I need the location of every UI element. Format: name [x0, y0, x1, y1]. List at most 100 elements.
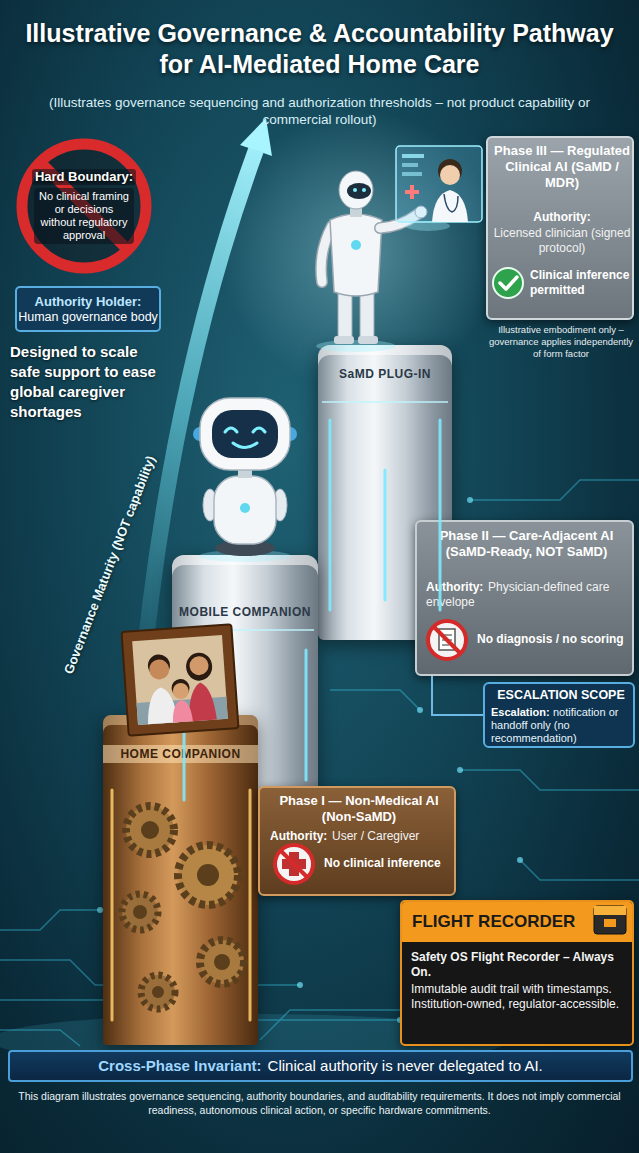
no-diagnosis-icon: [434, 627, 460, 653]
no-entry-ring: [22, 144, 146, 268]
hologram-panel: [432, 190, 468, 222]
circuit-trace: [260, 1010, 420, 1040]
no-diagnosis-icon: [428, 621, 466, 659]
hologram-panel: [396, 146, 482, 231]
photo-frame: [171, 699, 192, 722]
halo-glow: [220, 110, 500, 390]
gear: [133, 905, 147, 919]
photo-frame: [149, 659, 170, 680]
axis-label: Governance Maturity (NOT capability): [51, 431, 168, 699]
invariant-band: Cross-Phase Invariant:Clinical authority…: [8, 1050, 633, 1082]
pedestal-label: HOME COMPANION: [103, 745, 258, 763]
clinical-robot: [334, 336, 354, 344]
check-icon: [493, 268, 523, 298]
scope-box: ESCALATION SCOPEEscalation:notification …: [483, 682, 635, 748]
clinical-robot: [347, 183, 371, 199]
gear: [141, 821, 159, 839]
no-diagnosis-icon: [428, 621, 466, 659]
light-strip: [384, 470, 387, 600]
light-strip: [439, 420, 442, 610]
bronze-strip: [112, 790, 250, 1020]
hologram-panel: [406, 221, 450, 231]
circuit-node: [297, 982, 303, 988]
circuit-node: [467, 497, 473, 503]
gear: [141, 975, 175, 1009]
no-inference-icon: [281, 851, 307, 877]
circuit-node: [417, 707, 423, 713]
clinical-robot: [353, 188, 357, 192]
recorder-icon: [594, 906, 626, 934]
circuit-trace: [0, 1030, 80, 1046]
phase-heading: Phase II — Care-Adjacent AI (SaMD-Ready,…: [422, 528, 631, 560]
hologram-panel: [396, 146, 482, 222]
glow-band: [176, 402, 448, 630]
invariant-body: Clinical authority is never delegated to…: [268, 1057, 543, 1075]
no-inference-icon: [275, 845, 313, 883]
recorder-icon: [604, 919, 616, 927]
hologram-panel: [440, 165, 460, 185]
recorder-icon: [594, 906, 626, 915]
light-strip: [329, 420, 332, 610]
scope-heading: ESCALATION SCOPE: [488, 688, 634, 703]
authority-value: Human governance body: [18, 310, 158, 325]
companion-robot: [233, 443, 257, 448]
photo-frame: [189, 655, 209, 675]
bronze-strip: [111, 790, 114, 1020]
boundary-sign: Hard Boundary: No clinical framing or dec…: [14, 136, 154, 276]
pedestal-label: MOBILE COMPANION: [172, 605, 318, 619]
circuit-trace: [0, 910, 100, 930]
clinical-robot: [330, 214, 382, 296]
gear: [200, 940, 244, 984]
check-icon: [493, 268, 523, 298]
gear: [214, 954, 230, 970]
clinical-robot: [316, 340, 396, 352]
companion-robot: [212, 410, 278, 458]
authority-value: Physician-defined care envelope: [426, 580, 629, 610]
authority-label: Authority:: [492, 210, 632, 225]
gear: [141, 975, 175, 1009]
purpose-note: Designed to scale safe support to ease g…: [10, 342, 160, 422]
companion-robot: [193, 398, 297, 562]
companion-robot: [200, 398, 290, 470]
gear: [122, 894, 158, 930]
recorder-lead: Safety OS Flight Recorder – Always On.: [411, 950, 625, 980]
connector-line: [432, 676, 483, 715]
gear: [122, 894, 158, 930]
boundary-heading: Hard Boundary:: [32, 169, 136, 185]
boundary-body: No clinical framing or decisions without…: [34, 188, 134, 244]
permission-note: Clinical inference permitted: [530, 268, 630, 298]
companion-robot: [253, 428, 265, 432]
circuit-trace: [520, 860, 639, 880]
photo-frame: [132, 635, 228, 725]
photo-frame: [122, 624, 239, 735]
companion-robot: [225, 428, 237, 432]
authority-heading: Authority Holder:: [35, 294, 142, 310]
phase-heading: Phase III — Regulated Clinical AI (SaMD …: [492, 143, 632, 191]
glow-band: [322, 401, 448, 403]
gear: [126, 806, 174, 854]
clinical-robot: [351, 240, 361, 250]
diagram-title: Illustrative Governance & Accountability…: [15, 18, 624, 80]
subtitle-note: (Illustrates governance sequencing and a…: [40, 94, 599, 128]
hologram-panel: [410, 185, 414, 199]
clinical-robot: [339, 171, 373, 209]
companion-robot: [214, 476, 276, 544]
authority-label: Authority:: [270, 829, 327, 844]
gear: [178, 845, 238, 905]
footnote: Illustrative embodiment only – governanc…: [488, 324, 634, 360]
caption-note: This diagram illustrates governance sequ…: [12, 1089, 627, 1117]
circuit-node: [457, 767, 463, 773]
scope-body: notification or handoff only (no recomme…: [491, 706, 633, 745]
light-strip: [305, 650, 308, 780]
clinical-robot: [358, 336, 378, 344]
gear: [178, 845, 238, 905]
hologram-panel: [402, 154, 424, 158]
circuit-node: [517, 857, 523, 863]
clinical-robot: [316, 171, 427, 352]
restriction-note: No diagnosis / no scoring: [477, 632, 629, 647]
companion-robot: [240, 503, 250, 513]
gear: [197, 864, 219, 886]
no-diagnosis-icon: [442, 644, 449, 646]
no-inference-icon: [275, 845, 313, 883]
